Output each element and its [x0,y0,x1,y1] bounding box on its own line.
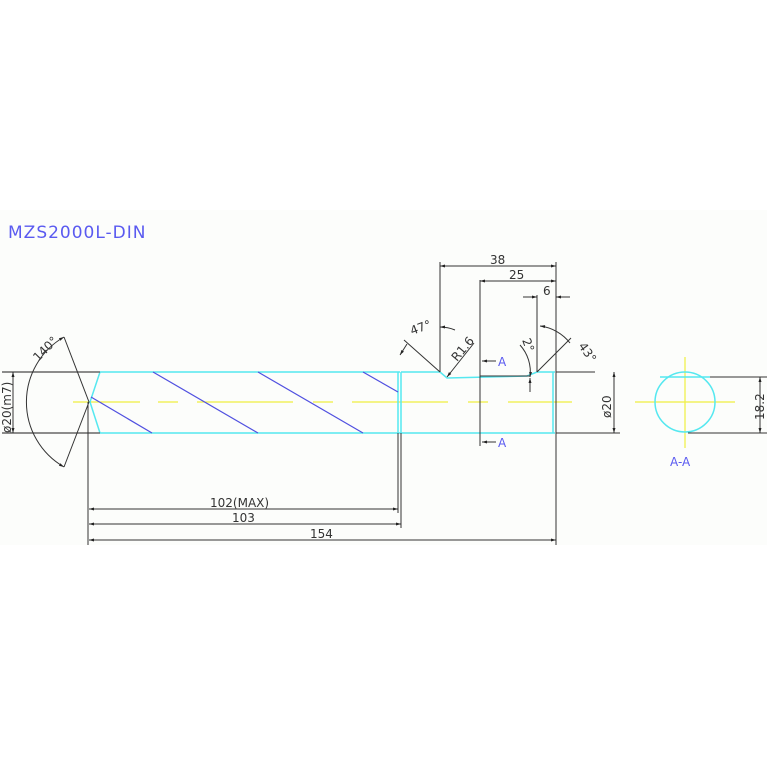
flute-length-label: 102(MAX) [210,496,269,510]
dim-38-label: 38 [490,253,505,267]
length-103-label: 103 [232,511,255,525]
diameter-20-label: ø20 [600,395,614,418]
drawing-sheet [0,210,767,545]
section-label: A-A [670,455,691,469]
section-marker-bottom: A [498,436,507,450]
section-marker-top: A [498,355,507,369]
flute-lines [90,371,399,434]
overall-length-label: 154 [310,527,333,541]
angle-47-label: 47° [408,317,433,337]
shank-diameter-label: ø20(m7) [0,382,14,433]
centerline [73,357,735,448]
dimension-lines [2,262,767,545]
flat-height-label: 18.2 [753,393,767,420]
dim-6-label: 6 [543,284,551,298]
point-angle-label: 140° [30,334,60,364]
drawing-title: MZS2000L-DIN [8,223,147,243]
angle-2-label: 2° [519,336,537,354]
radius-label: R1.6 [449,334,477,364]
angle-43-label: 43° [576,340,600,365]
drill-outline [89,371,716,434]
dim-25-label: 25 [509,268,524,282]
